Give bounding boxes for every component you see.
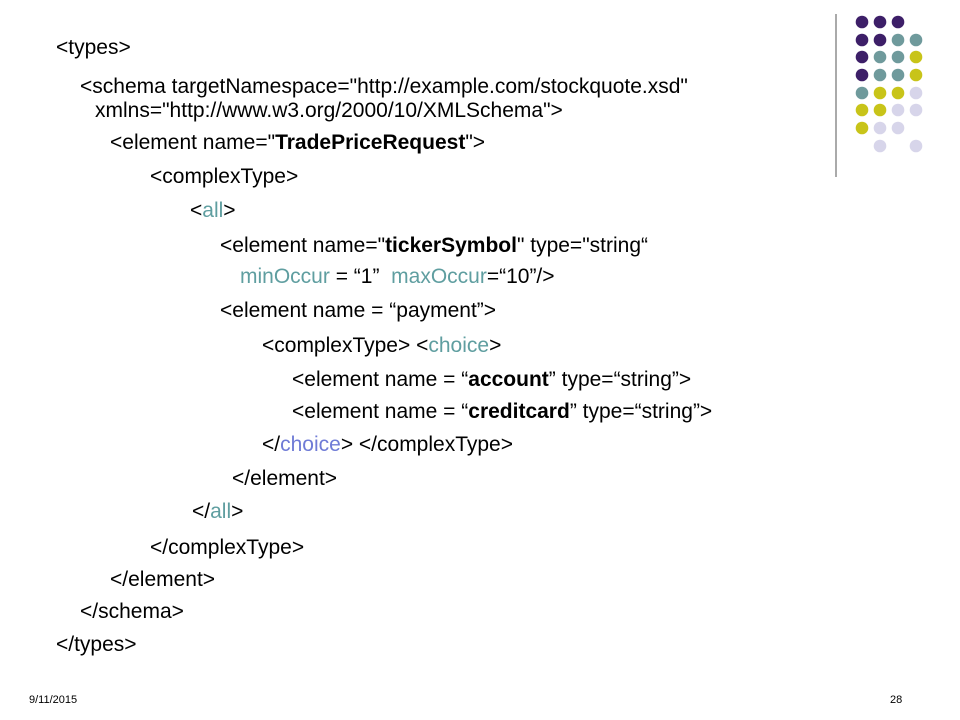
code-line: </types> bbox=[56, 633, 137, 657]
code-text: <element name = “ bbox=[292, 368, 469, 391]
decorative-dot bbox=[909, 103, 923, 117]
decorative-dot bbox=[873, 68, 887, 82]
code-keyword: all bbox=[202, 199, 224, 222]
decorative-dot bbox=[909, 139, 923, 153]
code-text: " type="string“ bbox=[516, 234, 648, 257]
code-line: minOccur = “1” maxOccur=“10”/> bbox=[240, 265, 555, 289]
code-line: <complexType> bbox=[150, 165, 298, 189]
code-text: < bbox=[190, 199, 203, 222]
code-text: <complexType> < bbox=[262, 334, 429, 357]
code-line: <element name = “payment”> bbox=[220, 299, 496, 323]
code-text: > bbox=[231, 500, 244, 523]
code-line: <schema targetNamespace="http://example.… bbox=[80, 75, 688, 99]
decorative-dot bbox=[891, 33, 905, 47]
code-keyword: choice bbox=[280, 433, 341, 456]
decorative-dot bbox=[855, 103, 869, 117]
decorative-dot bbox=[909, 68, 923, 82]
code-line: <complexType> <choice> bbox=[262, 334, 501, 358]
code-text: xmlns="http://www.w3.org/2000/10/XMLSche… bbox=[95, 99, 563, 122]
code-line: </element> bbox=[232, 467, 337, 491]
code-text: </ bbox=[192, 500, 211, 523]
decorative-dot bbox=[873, 139, 887, 153]
code-text: <element name = “ bbox=[292, 400, 469, 423]
code-line: <types> bbox=[56, 36, 131, 60]
code-text: =“10”/> bbox=[486, 265, 555, 288]
code-text: <types> bbox=[56, 36, 131, 59]
decorative-dot bbox=[909, 50, 923, 64]
code-text: </ bbox=[262, 433, 281, 456]
code-text: <complexType> bbox=[150, 165, 299, 188]
decorative-dot bbox=[873, 103, 887, 117]
code-text: "> bbox=[465, 131, 486, 154]
decorative-dot bbox=[873, 121, 887, 135]
code-text: = “1” bbox=[329, 265, 392, 288]
code-text: </element> bbox=[232, 467, 338, 490]
code-line: </complexType> bbox=[150, 536, 304, 560]
code-line: <element name="TradePriceRequest"> bbox=[110, 131, 485, 155]
decorative-dot bbox=[891, 68, 905, 82]
decorative-dot bbox=[855, 86, 869, 100]
slide-number: 28 bbox=[890, 694, 903, 706]
code-text: </element> bbox=[110, 568, 216, 591]
code-text: </types> bbox=[56, 633, 137, 656]
code-keyword: choice bbox=[428, 334, 490, 357]
decorative-dot bbox=[855, 33, 869, 47]
code-text: > bbox=[223, 199, 236, 222]
code-text: </complexType> bbox=[150, 536, 305, 559]
decorative-dot bbox=[855, 121, 869, 135]
decorative-dot bbox=[855, 50, 869, 64]
code-keyword: account bbox=[468, 368, 549, 391]
decorative-dot bbox=[873, 86, 887, 100]
code-line: xmlns="http://www.w3.org/2000/10/XMLSche… bbox=[95, 99, 563, 123]
code-text: <element name = “payment”> bbox=[220, 299, 497, 322]
code-text: ” type=“string”> bbox=[569, 400, 713, 423]
code-keyword: TradePriceRequest bbox=[275, 131, 466, 154]
code-keyword: creditcard bbox=[468, 400, 570, 423]
code-line: <element name = “account” type=“string”> bbox=[292, 368, 691, 392]
decorative-dot bbox=[891, 15, 905, 29]
code-text: > </complexType> bbox=[340, 433, 513, 456]
code-text: <element name=" bbox=[220, 234, 386, 257]
code-keyword: all bbox=[210, 500, 232, 523]
decorative-dot bbox=[855, 15, 869, 29]
code-line: </element> bbox=[110, 568, 215, 592]
code-line: </schema> bbox=[80, 600, 184, 624]
decorative-dot bbox=[891, 103, 905, 117]
decorative-dot bbox=[891, 50, 905, 64]
code-text: </schema> bbox=[80, 600, 184, 623]
code-keyword: minOccur bbox=[240, 265, 330, 288]
decorative-dot bbox=[873, 15, 887, 29]
code-text: ” type=“string”> bbox=[548, 368, 692, 391]
code-line: </choice> </complexType> bbox=[262, 433, 513, 457]
code-line: <element name = “creditcard” type=“strin… bbox=[292, 400, 712, 424]
code-line: <all> bbox=[190, 199, 236, 223]
code-line: <element name="tickerSymbol" type="strin… bbox=[220, 234, 648, 258]
decorative-dot bbox=[873, 50, 887, 64]
decorative-dot bbox=[873, 33, 887, 47]
decorative-dot-grid bbox=[835, 14, 923, 177]
code-keyword: tickerSymbol bbox=[385, 234, 517, 257]
decorative-dot bbox=[909, 33, 923, 47]
footer-date: 9/11/2015 bbox=[29, 694, 78, 706]
code-line: </all> bbox=[192, 500, 243, 524]
decorative-dot bbox=[909, 86, 923, 100]
code-keyword: maxOccur bbox=[391, 265, 487, 288]
code-text: <element name=" bbox=[110, 131, 276, 154]
code-text: <schema targetNamespace="http://example.… bbox=[80, 75, 688, 98]
code-text: > bbox=[489, 334, 502, 357]
decorative-dot bbox=[891, 86, 905, 100]
decorative-dot bbox=[891, 121, 905, 135]
decorative-dot bbox=[855, 68, 869, 82]
